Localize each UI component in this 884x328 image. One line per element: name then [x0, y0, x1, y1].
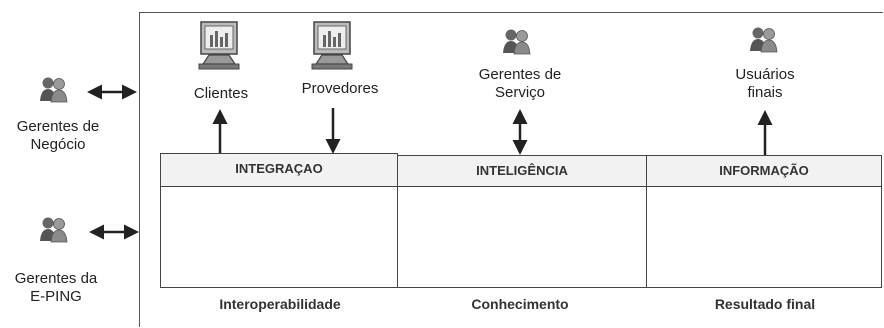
business-managers-label: Gerentes de Negócio	[16, 118, 100, 153]
people-icon-service	[502, 29, 531, 55]
column-footer-conhecimento: Conhecimento	[471, 296, 569, 312]
eping-managers-label: Gerentes da E-PING	[14, 270, 98, 305]
column-body-integracao	[160, 186, 398, 288]
computer-icon-suppliers	[311, 21, 353, 70]
column-footer-resultado-final: Resultado final	[714, 296, 816, 312]
column-body-inteligencia	[397, 186, 647, 288]
computer-icon-clients	[198, 21, 240, 70]
clients-label: Clientes	[193, 85, 249, 102]
column-header-inteligencia: INTELIGÊNCIA	[397, 155, 647, 187]
people-icon-eping	[39, 217, 68, 243]
service-managers-label: Gerentes de Serviço	[478, 66, 562, 101]
column-footer-interoperabilidade: Interoperabilidade	[219, 296, 341, 312]
people-icon-business	[39, 77, 68, 103]
people-icon-endusers	[749, 27, 778, 53]
suppliers-label: Provedores	[301, 80, 379, 97]
column-body-informacao	[646, 186, 882, 288]
end-users-label: Usuários finais	[735, 66, 795, 101]
diagram-frame	[139, 12, 883, 327]
